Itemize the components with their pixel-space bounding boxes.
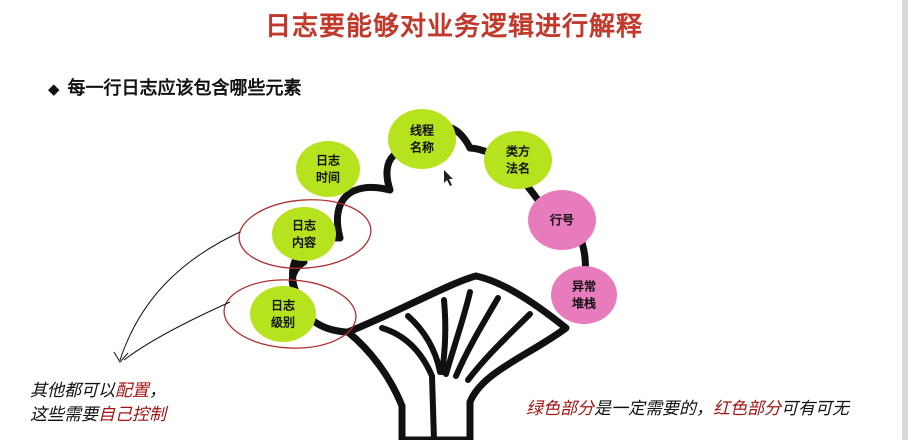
slide-title: 日志要能够对业务逻辑进行解释 bbox=[264, 12, 643, 42]
node-time-label: 日志 bbox=[316, 153, 340, 168]
node-stack-label: 异常 bbox=[572, 279, 596, 294]
node-time-label: 时间 bbox=[316, 170, 340, 185]
node-class-label: 法名 bbox=[506, 161, 530, 176]
left-note-text: 这些需要 bbox=[30, 405, 98, 425]
right-note-highlight-green: 绿色部分 bbox=[526, 399, 594, 419]
node-stack-label: 堆栈 bbox=[572, 296, 596, 311]
diamond-bullet-icon: ◆ bbox=[48, 80, 60, 98]
node-line-label: 行号 bbox=[549, 212, 574, 227]
left-note-text: 其他都可以 bbox=[30, 381, 115, 401]
node-class-label: 类方 bbox=[506, 144, 530, 159]
node-stack-bubble bbox=[551, 266, 617, 324]
node-content-label: 日志 bbox=[292, 218, 316, 233]
right-note-text: 是一定需要的， bbox=[594, 399, 713, 419]
mouse-cursor-icon bbox=[444, 170, 453, 186]
bullet-text: 每一行日志应该包含哪些元素 bbox=[67, 78, 302, 99]
node-thread-bubble bbox=[388, 109, 456, 169]
right-note-highlight-red: 红色部分 bbox=[713, 399, 781, 419]
window-scrollbar[interactable] bbox=[902, 0, 908, 440]
tree-trunk bbox=[344, 272, 570, 440]
right-note-tail: 可有可无 bbox=[781, 399, 849, 419]
tree-nodes: 线程名称类方法名日志时间日志内容日志级别行号异常堆栈 bbox=[250, 109, 617, 342]
node-class-bubble bbox=[484, 131, 552, 189]
left-note-line2: 这些需要自己控制 bbox=[30, 400, 166, 425]
node-line: 行号 bbox=[528, 190, 596, 250]
content-highlight-ring bbox=[238, 199, 372, 269]
node-thread-label: 线程 bbox=[410, 123, 434, 138]
node-level-label: 日志 bbox=[271, 298, 295, 313]
right-note: 绿色部分是一定需要的，红色部分可有可无 bbox=[526, 394, 849, 419]
node-level-label: 级别 bbox=[271, 315, 295, 330]
node-line-bubble bbox=[528, 190, 596, 250]
node-content-bubble bbox=[272, 207, 336, 261]
connector-arrows bbox=[113, 231, 241, 363]
level-highlight-ring bbox=[223, 279, 357, 349]
node-thread-label: 名称 bbox=[410, 140, 434, 155]
tree-branches bbox=[379, 289, 533, 440]
node-level-bubble bbox=[250, 286, 316, 342]
bullet-point: ◆ 每一行日志应该包含哪些元素 bbox=[48, 74, 302, 100]
left-note-line1: 其他都可以配置， bbox=[30, 376, 166, 401]
node-time-bubble bbox=[296, 141, 360, 197]
left-note-punct: ， bbox=[149, 381, 166, 401]
left-note-highlight: 自己控制 bbox=[98, 405, 166, 425]
node-content-label: 内容 bbox=[292, 235, 316, 250]
left-note-highlight: 配置 bbox=[115, 381, 149, 401]
